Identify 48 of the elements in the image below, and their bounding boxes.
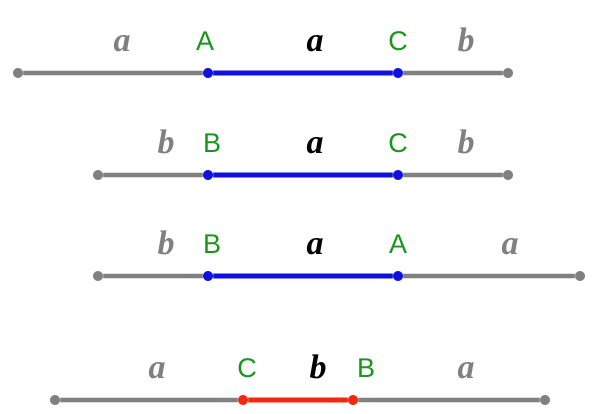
- segment-label: b: [458, 27, 474, 52]
- point-label: B: [205, 133, 220, 152]
- segment: [23, 70, 203, 76]
- segment: [248, 397, 348, 402]
- segment: [213, 70, 393, 76]
- segment: [103, 172, 203, 178]
- segment-label: a: [458, 362, 474, 378]
- point-dot: [203, 270, 213, 281]
- segment: [358, 398, 540, 402]
- point-dot: [393, 170, 403, 180]
- point-label: B: [359, 358, 374, 377]
- point-dot: [575, 270, 585, 281]
- segment: [103, 274, 203, 278]
- point-dot: [203, 170, 213, 180]
- point-dot: [503, 170, 513, 180]
- point-dot: [503, 68, 513, 78]
- point-label: A: [196, 31, 214, 50]
- segment: [213, 274, 393, 278]
- segment-label: a: [306, 238, 323, 254]
- point-label: C: [238, 358, 256, 378]
- segment-label: a: [502, 238, 518, 254]
- segment: [403, 172, 503, 178]
- segment-label: b: [158, 230, 174, 254]
- segment-label: b: [310, 354, 326, 378]
- point-dot: [393, 270, 403, 281]
- segment-label: a: [148, 362, 165, 378]
- point-label: C: [390, 31, 407, 50]
- segment: [403, 274, 575, 278]
- segment-label: a: [306, 137, 323, 154]
- segment-label: a: [306, 35, 323, 52]
- point-label: C: [390, 133, 407, 152]
- segment: [403, 70, 503, 76]
- point-dot: [540, 394, 550, 405]
- point-dot: [348, 394, 358, 405]
- point-dot: [393, 68, 403, 78]
- segment: [60, 398, 238, 402]
- segment-label: b: [458, 129, 474, 154]
- point-dot: [50, 394, 60, 405]
- segment: [213, 172, 393, 178]
- point-dot: [13, 68, 23, 78]
- point-dot: [238, 394, 248, 405]
- point-dot: [93, 270, 103, 281]
- segment-label: a: [114, 35, 130, 52]
- point-dot: [203, 68, 213, 78]
- point-label: B: [205, 234, 220, 253]
- point-label: A: [389, 234, 407, 253]
- segment-label: b: [158, 129, 174, 154]
- point-dot: [93, 170, 103, 180]
